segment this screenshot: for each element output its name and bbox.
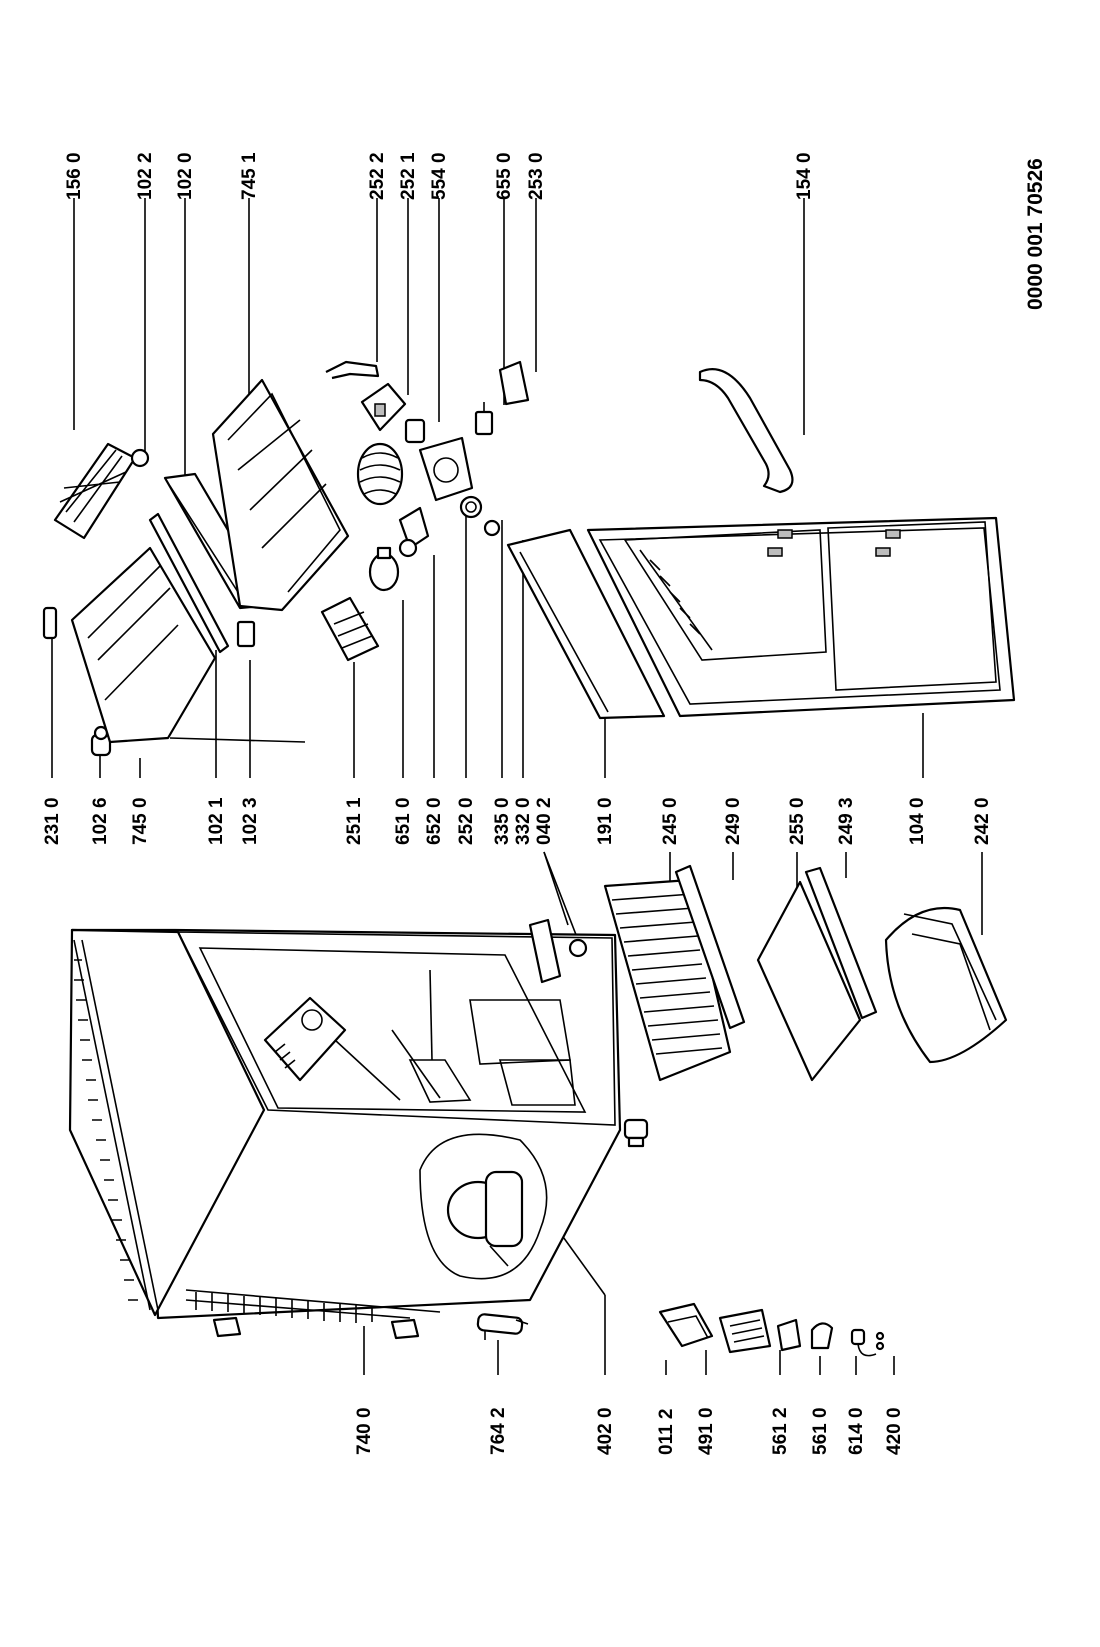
part-154-0-door-handle xyxy=(698,368,794,494)
part-561-0-clip xyxy=(776,1318,802,1352)
part-491-0-relay xyxy=(658,1302,714,1348)
label-652-0: 652 0 xyxy=(424,797,445,845)
middle-labels: 231 0 102 6 745 0 102 1 102 3 251 1 651 … xyxy=(42,797,993,845)
part-011-2-foot xyxy=(623,1118,649,1148)
bottom-labels: 740 0 764 2 402 0 011 2 491 0 561 2 561 … xyxy=(354,1407,905,1455)
part-652-0-lamp-socket xyxy=(398,506,430,558)
part-614-0-clip xyxy=(810,1322,834,1350)
part-102-3-hinge xyxy=(236,620,256,648)
part-554-0-switch xyxy=(404,418,426,444)
part-249-0-strip xyxy=(674,864,746,1030)
label-764-2: 764 2 xyxy=(488,1407,509,1455)
part-255-0-glass-shelf xyxy=(756,880,862,1082)
label-420-0: 420 0 xyxy=(884,1407,905,1455)
part-651-0-lamp-bulb xyxy=(368,546,400,592)
label-249-0: 249 0 xyxy=(723,797,744,845)
label-332-0: 332 0 xyxy=(513,797,534,845)
part-251-1-lamp-cover xyxy=(320,596,380,662)
part-231-0-clip xyxy=(42,606,58,640)
label-011-2: 011 2 xyxy=(656,1409,677,1456)
label-614-0: 614 0 xyxy=(846,1407,867,1455)
top-leader-lines xyxy=(73,198,805,476)
label-740-0: 740 0 xyxy=(354,1407,375,1455)
label-253-0: 253 0 xyxy=(526,152,547,200)
label-252-2: 252 2 xyxy=(367,152,388,200)
part-745-0-freezer-cover xyxy=(70,546,217,744)
label-245-0: 245 0 xyxy=(660,797,681,845)
label-102-3: 102 3 xyxy=(240,797,261,845)
label-335-0: 335 0 xyxy=(492,797,513,845)
label-231-0: 231 0 xyxy=(42,797,63,845)
top-labels: 156 0 102 2 102 0 745 1 252 2 252 1 554 … xyxy=(64,152,815,200)
part-332-0-knob xyxy=(483,519,501,537)
label-745-0: 745 0 xyxy=(130,797,151,845)
part-102-1-strip xyxy=(148,512,230,654)
label-104-0: 104 0 xyxy=(907,797,928,845)
part-191-0-gasket xyxy=(506,528,666,720)
part-102-2-knob xyxy=(130,448,150,468)
part-cabinet-body xyxy=(68,928,622,1340)
label-252-0: 252 0 xyxy=(456,797,477,845)
label-102-2: 102 2 xyxy=(135,152,156,200)
label-252-1: 252 1 xyxy=(398,152,419,200)
label-191-0: 191 0 xyxy=(595,797,616,845)
part-764-2-drier xyxy=(476,1313,529,1340)
part-252-2-bracket xyxy=(325,360,380,380)
part-156-0-ice-tray xyxy=(53,442,137,540)
label-491-0: 491 0 xyxy=(696,1407,717,1455)
part-249-3-strip xyxy=(804,866,878,1020)
part-252-1-bracket xyxy=(360,382,407,432)
label-402-0: 402 0 xyxy=(595,1407,616,1455)
label-655-0: 655 0 xyxy=(494,152,515,200)
part-335-0-knob xyxy=(459,495,483,519)
cabinet-compressor-recess xyxy=(419,1133,548,1280)
part-242-0-crisper xyxy=(884,906,1008,1064)
part-245-0-wire-shelf xyxy=(603,878,732,1082)
part-745-1-shelf-frame xyxy=(211,378,350,612)
label-561-0: 561 0 xyxy=(810,1407,831,1455)
label-102-0: 102 0 xyxy=(175,152,196,200)
label-554-0: 554 0 xyxy=(429,152,450,200)
label-249-3: 249 3 xyxy=(836,797,857,845)
label-102-1: 102 1 xyxy=(206,797,227,845)
leader-745-0-panel xyxy=(169,737,306,743)
drawing-reference-number: 0000 001 70526 xyxy=(1024,158,1047,310)
part-420-0-cable xyxy=(850,1328,885,1357)
cabinet-thermostat-panel xyxy=(263,996,347,1082)
label-255-0: 255 0 xyxy=(787,797,808,845)
label-242-0: 242 0 xyxy=(972,797,993,845)
part-040-2-brackets xyxy=(528,918,588,984)
part-561-2-connector xyxy=(718,1308,772,1354)
part-253-0-cap xyxy=(498,360,530,406)
label-040-2: 040 2 xyxy=(534,797,555,845)
part-thermostat-coil xyxy=(356,442,404,506)
label-102-6: 102 6 xyxy=(90,797,111,845)
cabinet-vent-grille xyxy=(73,939,159,1311)
label-251-1: 251 1 xyxy=(344,797,365,845)
part-740-0-condenser xyxy=(185,1289,441,1340)
part-252-0-lamp-housing xyxy=(418,436,474,502)
label-651-0: 651 0 xyxy=(393,797,414,845)
part-104-0-door xyxy=(586,516,1016,718)
part-655-0-connector xyxy=(474,402,494,436)
label-561-2: 561 2 xyxy=(770,1407,791,1455)
label-745-1: 745 1 xyxy=(239,152,260,200)
label-156-0: 156 0 xyxy=(64,152,85,200)
middle-leader-lines xyxy=(51,498,983,960)
label-154-0: 154 0 xyxy=(794,152,815,200)
